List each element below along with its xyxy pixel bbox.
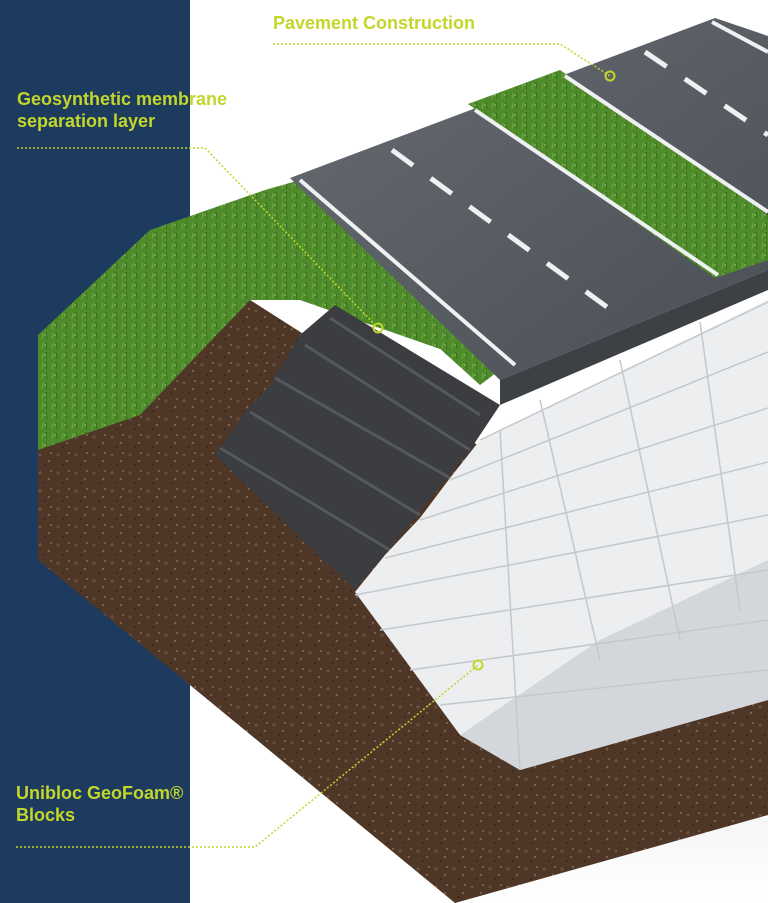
- membrane-layer-label: Geosynthetic membrane separation layer: [17, 88, 227, 132]
- geofoam-block-grid: [354, 301, 768, 771]
- membrane-step-edges: [219, 316, 481, 552]
- callout-leaders: [16, 43, 611, 848]
- pavement-label-text: Pavement Construction: [273, 13, 476, 33]
- geofoam-label-line1: Unibloc GeoFoam®: [16, 783, 184, 803]
- membrane-label-line1: Geosynthetic membrane: [17, 89, 228, 109]
- geofoam-callout-dot: [472, 659, 484, 671]
- asphalt-road: [290, 18, 768, 380]
- road-centre-line: [643, 49, 768, 138]
- membrane-steps: [215, 305, 500, 590]
- road-edge-line: [563, 74, 768, 214]
- median-grass-strip: [468, 70, 768, 278]
- road-edge-line: [473, 108, 720, 277]
- membrane-callout-line: [17, 147, 379, 329]
- grass-embankment: [38, 190, 500, 450]
- geofoam-label-line2: Blocks: [16, 805, 76, 825]
- geofoam-blocks-shade: [460, 560, 768, 770]
- pavement-base-slab: [500, 270, 768, 405]
- road-edge-line: [298, 178, 517, 367]
- road-edge-line: [711, 20, 768, 54]
- membrane-label-line2: separation layer: [17, 111, 156, 131]
- pavement-construction-label: Pavement Construction: [273, 12, 475, 34]
- geofoam-blocks-label: Unibloc GeoFoam® Blocks: [16, 782, 183, 826]
- grass-berm: [265, 180, 500, 385]
- pavement-callout-dot: [604, 70, 616, 82]
- membrane-callout-dot: [372, 322, 384, 334]
